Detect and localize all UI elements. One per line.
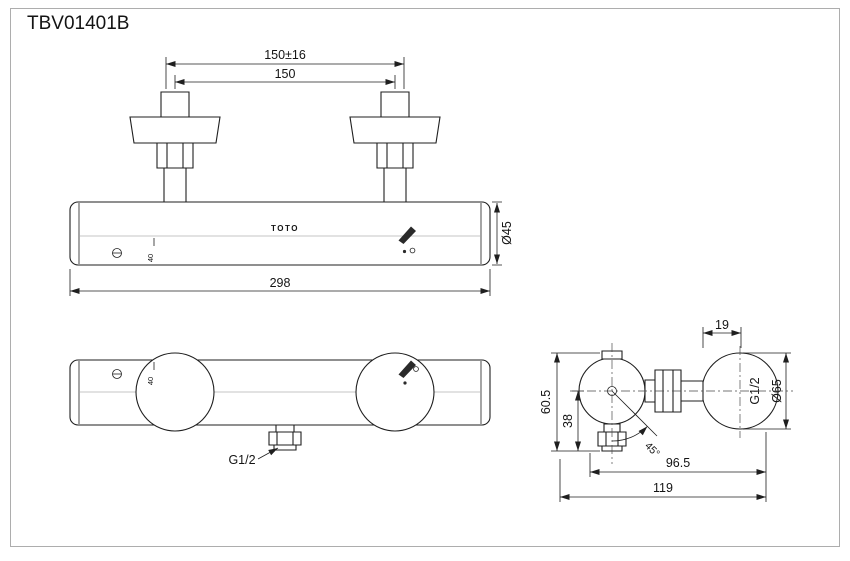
ext-lines-body-diameter — [492, 201, 502, 266]
drawing-border — [10, 8, 840, 547]
shower-outlet-side — [597, 423, 627, 452]
left-escutcheon-bottom — [135, 352, 215, 432]
dim-center-distance-tolerance: 150±16 — [264, 48, 306, 62]
outlet-thread-label: G1/2 — [228, 453, 255, 467]
dim-center-distance: 150 — [275, 67, 296, 81]
left-inlet-connector-front — [129, 91, 221, 203]
ext-lines-center-distance — [165, 57, 405, 89]
centerlines-side — [570, 343, 793, 464]
dim-outlet-height: 38 — [561, 414, 575, 428]
handle-lever-icon-front — [398, 226, 416, 244]
valve-body-front — [69, 201, 491, 266]
body-end-caps-bottom — [78, 361, 482, 424]
handle-ring-bottom — [413, 366, 419, 372]
front-view: 40 TOTO 150±16 150 Ø45 298 — [69, 48, 514, 296]
shower-outlet-connector — [268, 424, 302, 451]
bottom-view: 40 G1/2 — [69, 352, 491, 467]
dim-total-height: 60.5 — [539, 390, 553, 414]
drawing-number: TBV01401B — [27, 13, 129, 34]
right-escutcheon-bottom — [355, 352, 435, 432]
outlet-angle-line — [611, 390, 658, 437]
temp-stop-mark-front: 40 — [146, 254, 155, 262]
temp-stop-mark-bottom: 40 — [146, 377, 155, 385]
handle-dot-front — [402, 249, 407, 254]
inlet-thread-label: G1/2 — [748, 377, 762, 404]
right-inlet-connector-front — [349, 91, 441, 203]
handle-ring-front — [409, 247, 416, 254]
outlet-angle-arc — [611, 426, 648, 442]
side-view: 45° 19 Ø65 G1/2 60.5 38 96.5 119 — [539, 318, 793, 502]
dim-plate-offset: 19 — [715, 318, 729, 332]
dim-overall-length: 298 — [270, 276, 291, 290]
dim-total-depth: 119 — [653, 481, 673, 495]
outlet-angle-label: 45° — [642, 440, 662, 460]
dim-body-diameter: Ø45 — [500, 221, 514, 245]
dim-outlet-depth: 96.5 — [666, 456, 690, 470]
outlet-thread-leader — [257, 447, 279, 460]
body-end-caps-front — [78, 203, 482, 264]
brand-logo-text: TOTO — [271, 224, 299, 233]
handle-dot-bottom — [403, 381, 407, 385]
handle-lever-icon-bottom — [398, 360, 416, 378]
